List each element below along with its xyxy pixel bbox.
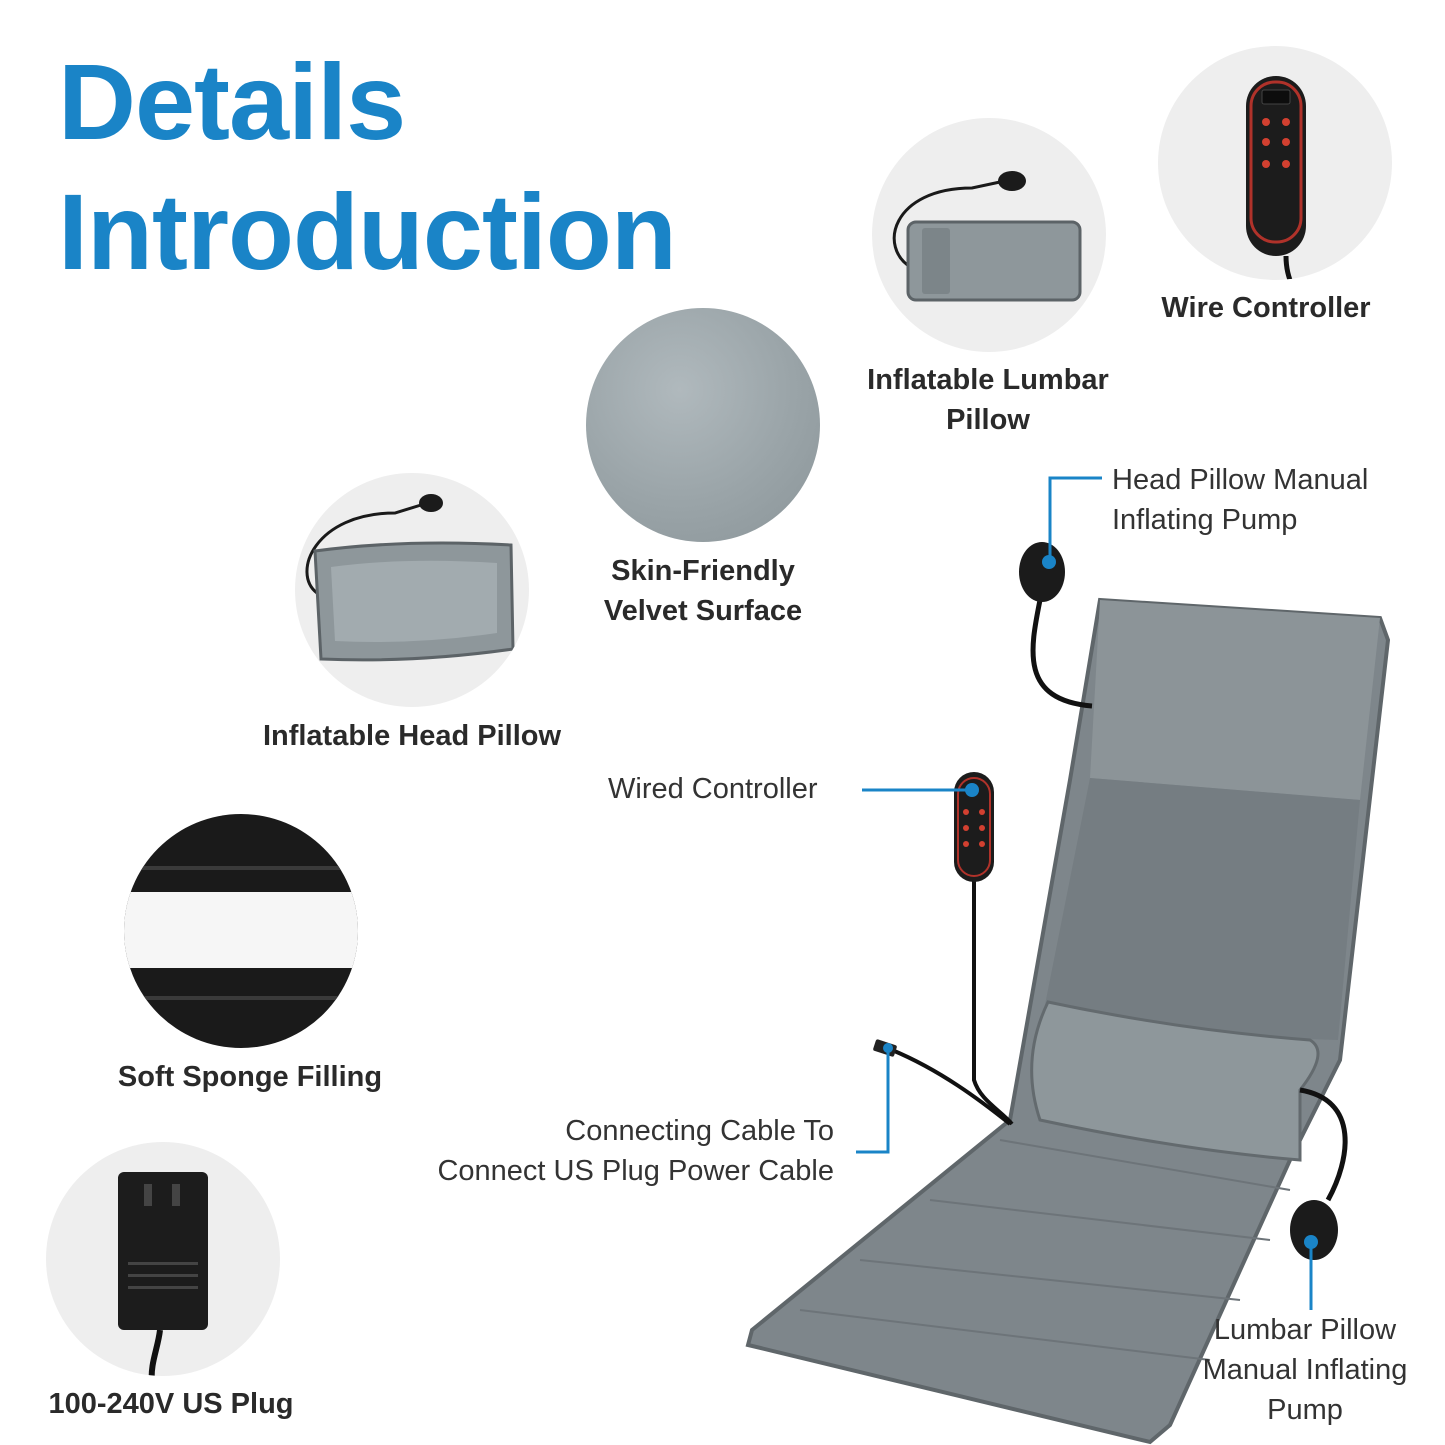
lumbar-pump-callout-line-3: Pump xyxy=(1267,1394,1343,1426)
sponge-caption: Soft Sponge Filling xyxy=(117,1061,383,1093)
sponge-filling-image xyxy=(124,814,358,1048)
cable-callout-line-1: Connecting Cable To xyxy=(565,1115,834,1147)
velvet-surface-image xyxy=(586,308,820,542)
lumbar-pillow-image xyxy=(872,118,1106,352)
wire-controller-caption: Wire Controller xyxy=(1161,292,1371,324)
head-pump-callout-line-2: Inflating Pump xyxy=(1112,504,1298,536)
velvet-caption-line-2: Velvet Surface xyxy=(603,595,803,627)
us-plug-image xyxy=(46,1142,280,1376)
lumbar-pump-callout-line-1: Lumbar Pillow xyxy=(1213,1314,1397,1346)
wire-controller-image xyxy=(1158,46,1392,280)
lumbar-pillow-caption-line-2: Pillow xyxy=(946,404,1030,436)
head-pillow-caption: Inflatable Head Pillow xyxy=(262,720,562,752)
lumbar-pillow-caption-line-1: Inflatable Lumbar xyxy=(867,364,1109,396)
cable-callout-line-2: Connect US Plug Power Cable xyxy=(437,1155,834,1187)
page-title-line-2: Introduction xyxy=(58,171,677,292)
head-pillow-image xyxy=(295,473,529,707)
page-title-line-1: Details xyxy=(58,41,406,162)
velvet-caption-line-1: Skin-Friendly xyxy=(611,555,795,587)
head-pump-callout-line-1: Head Pillow Manual xyxy=(1112,464,1369,496)
wired-controller-callout: Wired Controller xyxy=(608,773,818,805)
us-plug-caption: 100-240V US Plug xyxy=(48,1388,294,1420)
lumbar-pump-callout-line-2: Manual Inflating xyxy=(1202,1354,1408,1386)
